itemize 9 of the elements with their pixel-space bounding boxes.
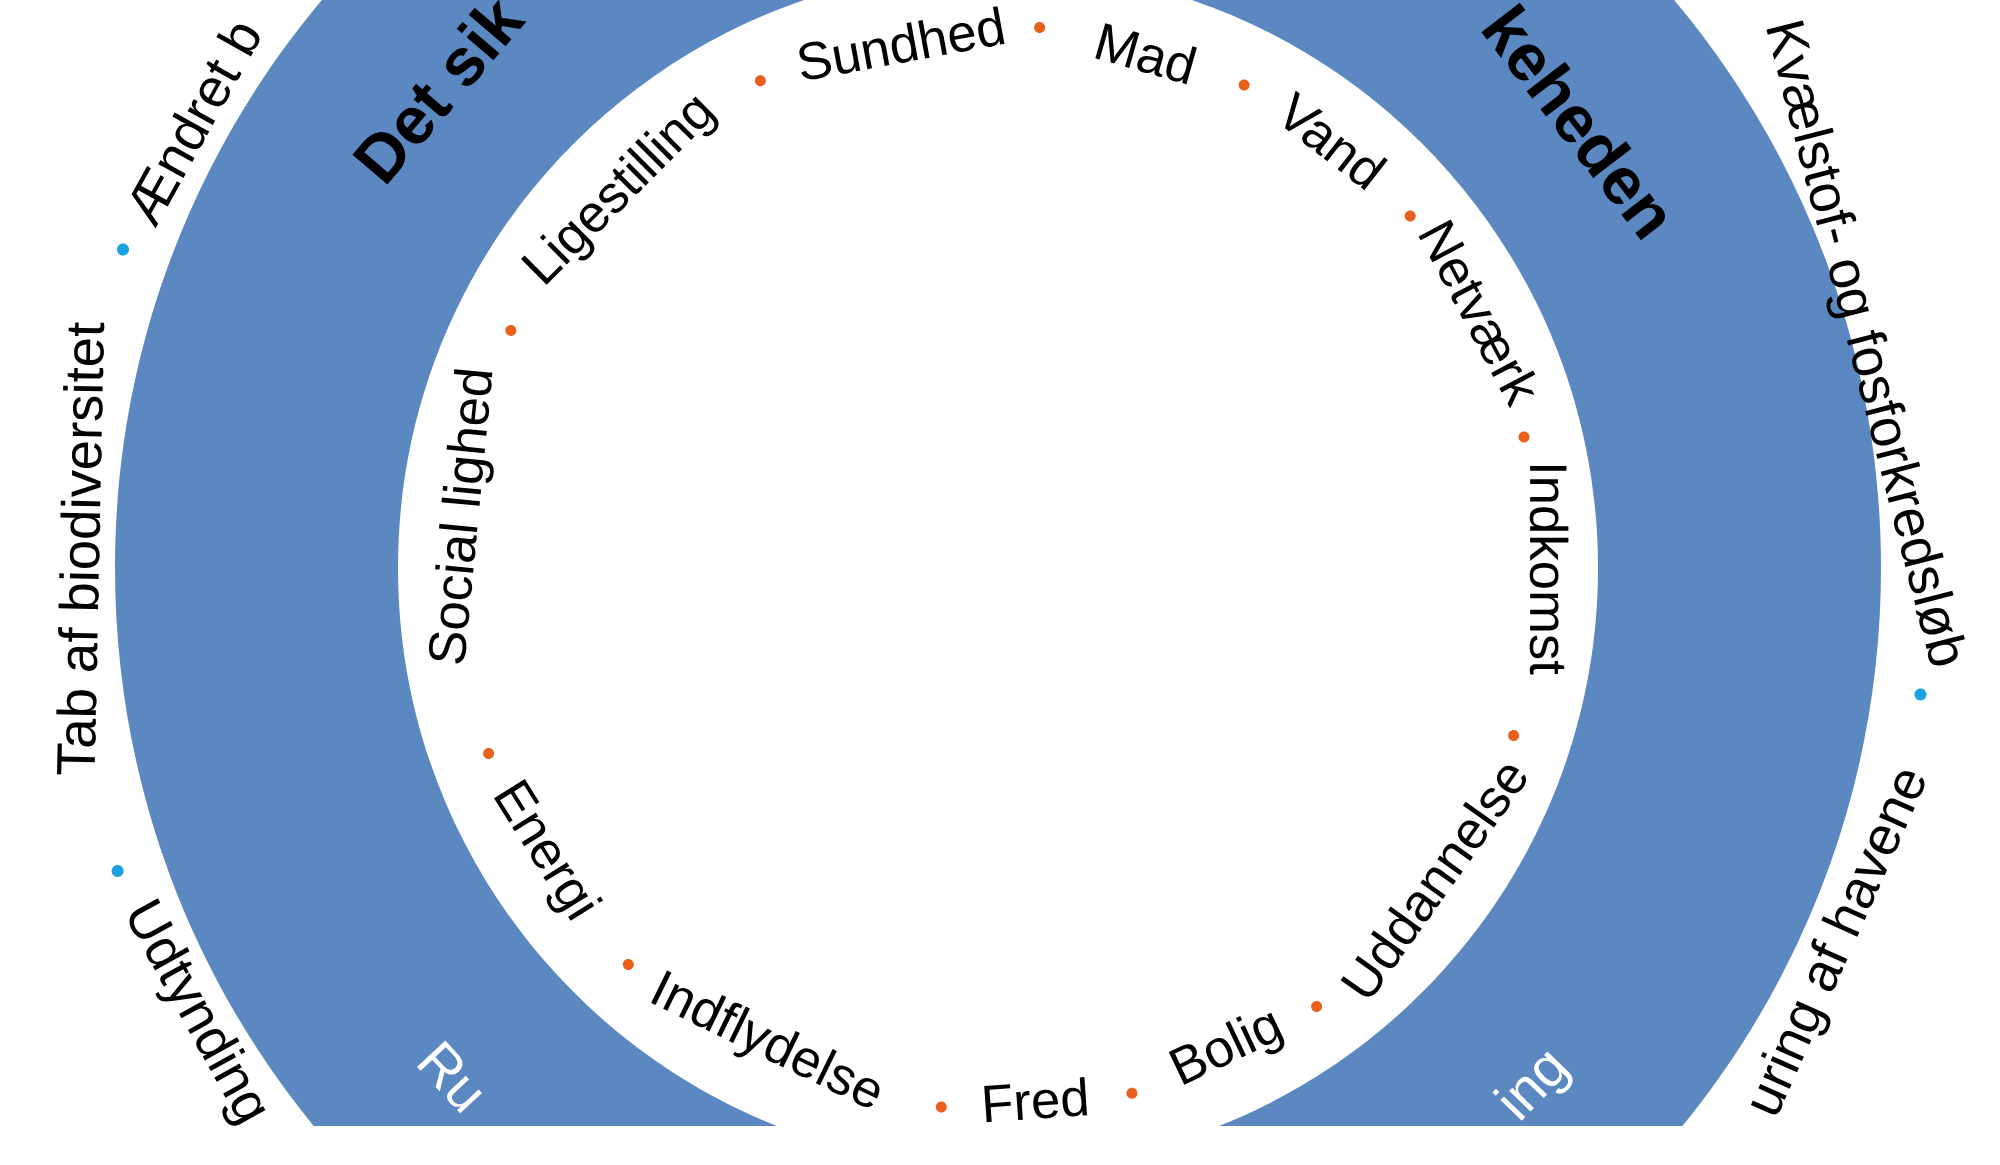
need-label: Sundhed <box>799 6 1005 80</box>
band-title: ing <box>1492 1051 1573 1121</box>
need-label: Bolig <box>1168 1012 1285 1085</box>
need-label: Indkomst <box>1529 465 1569 675</box>
band-title: Ru <box>417 1040 482 1114</box>
need-label: Mad <box>1095 23 1197 85</box>
need-label: Fred <box>984 1077 1088 1123</box>
need-label: Social lighed <box>429 369 494 664</box>
band-title: Det sik <box>352 0 527 185</box>
